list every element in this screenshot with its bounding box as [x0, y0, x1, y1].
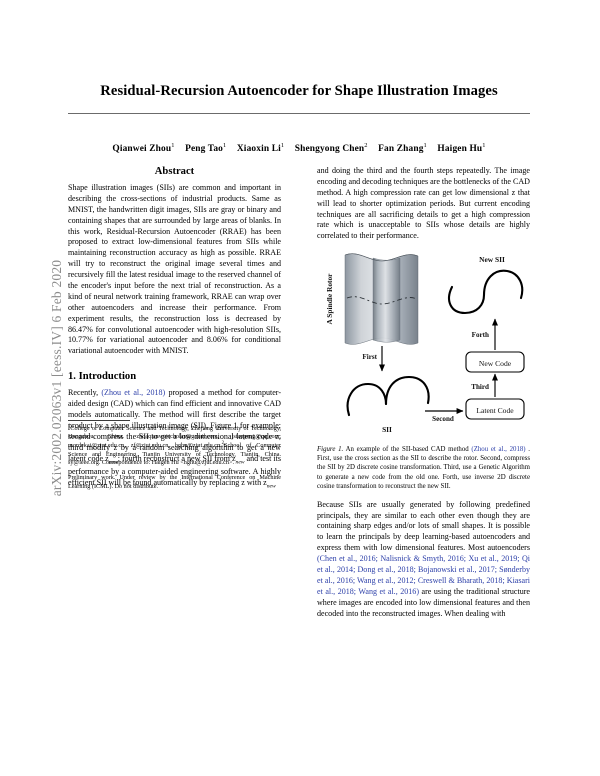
subscript-new-3: new: [266, 483, 276, 490]
author-entry: Xiaoxin Li1: [236, 141, 285, 154]
subscript-new-2: new: [235, 459, 245, 466]
new-sii-label: New SII: [479, 255, 505, 264]
figure-1-diagram: A Spindle Rotor First SII Second: [317, 249, 530, 441]
author-name: Xiaoxin Li: [236, 143, 281, 154]
spindle-rotor-illustration: A Spindle Rotor: [325, 253, 419, 345]
latent-code-label: Latent Code: [476, 406, 514, 415]
sii-label: SII: [382, 425, 392, 434]
footnote-affil-2: School of Computer Science and Engineeri…: [68, 442, 281, 466]
author-entry: Haigen Hu1: [437, 141, 486, 154]
cad-method-diagram: A Spindle Rotor First SII Second: [325, 253, 525, 434]
step-first-label: First: [362, 353, 377, 361]
step-second-label: Second: [432, 415, 454, 423]
author-name: Fan Zhang: [378, 143, 424, 154]
figure-caption-post: . First, use the cross section as the SI…: [317, 446, 531, 490]
page-title: Residual-Recursion Autoencoder for Shape…: [100, 83, 498, 99]
para2-pre: Because SIIs are usually generated by fo…: [317, 499, 530, 553]
cross-section-line: [346, 296, 418, 305]
right-column: and doing the third and the fourth steps…: [317, 166, 530, 620]
author-entry: Fan Zhang1: [378, 141, 427, 154]
new-code-box: New Code: [465, 351, 525, 373]
figure-number: Figure 1.: [317, 446, 344, 454]
para2-post: are using the traditional structure wher…: [317, 586, 531, 618]
introduction-paragraph: Recently, (Zhou et al., 2018) proposed a…: [68, 388, 281, 491]
author-affiliation-marker: 1: [423, 141, 427, 149]
step-third-label: Third: [471, 383, 489, 391]
author-name: Qianwei Zhou: [112, 143, 172, 154]
author-entry: Shengyong Chen2: [294, 141, 368, 154]
author-name: Shengyong Chen: [294, 143, 365, 154]
latent-code-box: Latent Code: [465, 398, 525, 420]
figure-caption-pre: An example of the SII-based CAD method: [343, 446, 472, 454]
author-entry: Peng Tao1: [185, 141, 227, 154]
new-sii-shape: New SII: [448, 255, 524, 315]
footnote-block: 1College of Computer Science and Technol…: [68, 419, 281, 491]
subscript-new-1: new: [108, 459, 118, 466]
footnote-affil-1: College of Computer Science and Technolo…: [68, 424, 281, 450]
arxiv-stamp: arXiv:2002.02063v1 [eess.IV] 6 Feb 2020: [49, 259, 64, 497]
introduction-heading: 1. Introduction: [68, 371, 137, 383]
intro-text-mid: ; fourth reconstruct a new SII from z: [117, 453, 236, 463]
intro-text-pre: Recently,: [68, 388, 102, 398]
citation-link[interactable]: (Zhou et al., 2018): [471, 446, 526, 454]
footnote-spacer: [68, 467, 281, 474]
title-divider: [68, 112, 530, 114]
abstract-heading: Abstract: [154, 166, 195, 177]
rotor-label: A Spindle Rotor: [325, 273, 334, 325]
author-affiliation-marker: 1: [223, 141, 227, 149]
footnote-venue-note: Preliminary work. Under review by the In…: [68, 474, 281, 490]
two-column-body: Abstract Shape illustration images (SIIs…: [68, 166, 530, 776]
abstract-text: Shape illustration images (SIIs) are com…: [68, 183, 281, 356]
step-forth-label: Forth: [472, 331, 489, 339]
sii-shape: SII: [346, 376, 430, 434]
citation-group[interactable]: (Chen et al., 2016; Nalisnick & Smyth, 2…: [317, 554, 530, 596]
author-name: Haigen Hu: [437, 143, 483, 154]
author-name: Peng Tao: [185, 143, 224, 154]
author-affiliation-marker: 1: [280, 141, 285, 149]
footnote-affiliations: 1College of Computer Science and Technol…: [68, 424, 281, 468]
left-column: Abstract Shape illustration images (SIIs…: [68, 166, 281, 491]
author-affiliation-marker: 2: [364, 141, 368, 149]
intro-text-mid2: and test its performance by a computer-a…: [68, 453, 281, 487]
author-list: Qianwei Zhou1 Peng Tao1 Xiaoxin Li1 Shen…: [68, 114, 530, 154]
author-affiliation-marker: 1: [482, 141, 486, 149]
footnote-marker-1: 1: [68, 423, 71, 429]
paper-page: Residual-Recursion Autoencoder for Shape…: [68, 0, 530, 776]
right-column-paragraph-2: Because SIIs are usually generated by fo…: [317, 500, 530, 620]
author-entry: Qianwei Zhou1: [112, 141, 175, 154]
citation-link[interactable]: (Zhou et al., 2018): [101, 388, 166, 398]
figure-1-caption: Figure 1. An example of the SII-based CA…: [317, 445, 530, 490]
author-affiliation-marker: 1: [171, 141, 175, 149]
intro-text-post: proposed a method for computer-aided des…: [68, 388, 281, 463]
new-code-label: New Code: [479, 359, 512, 368]
right-column-paragraph-1: and doing the third and the fourth steps…: [317, 166, 530, 241]
footnote-divider: [68, 419, 130, 421]
footnote-marker-2: 2: [221, 441, 225, 447]
